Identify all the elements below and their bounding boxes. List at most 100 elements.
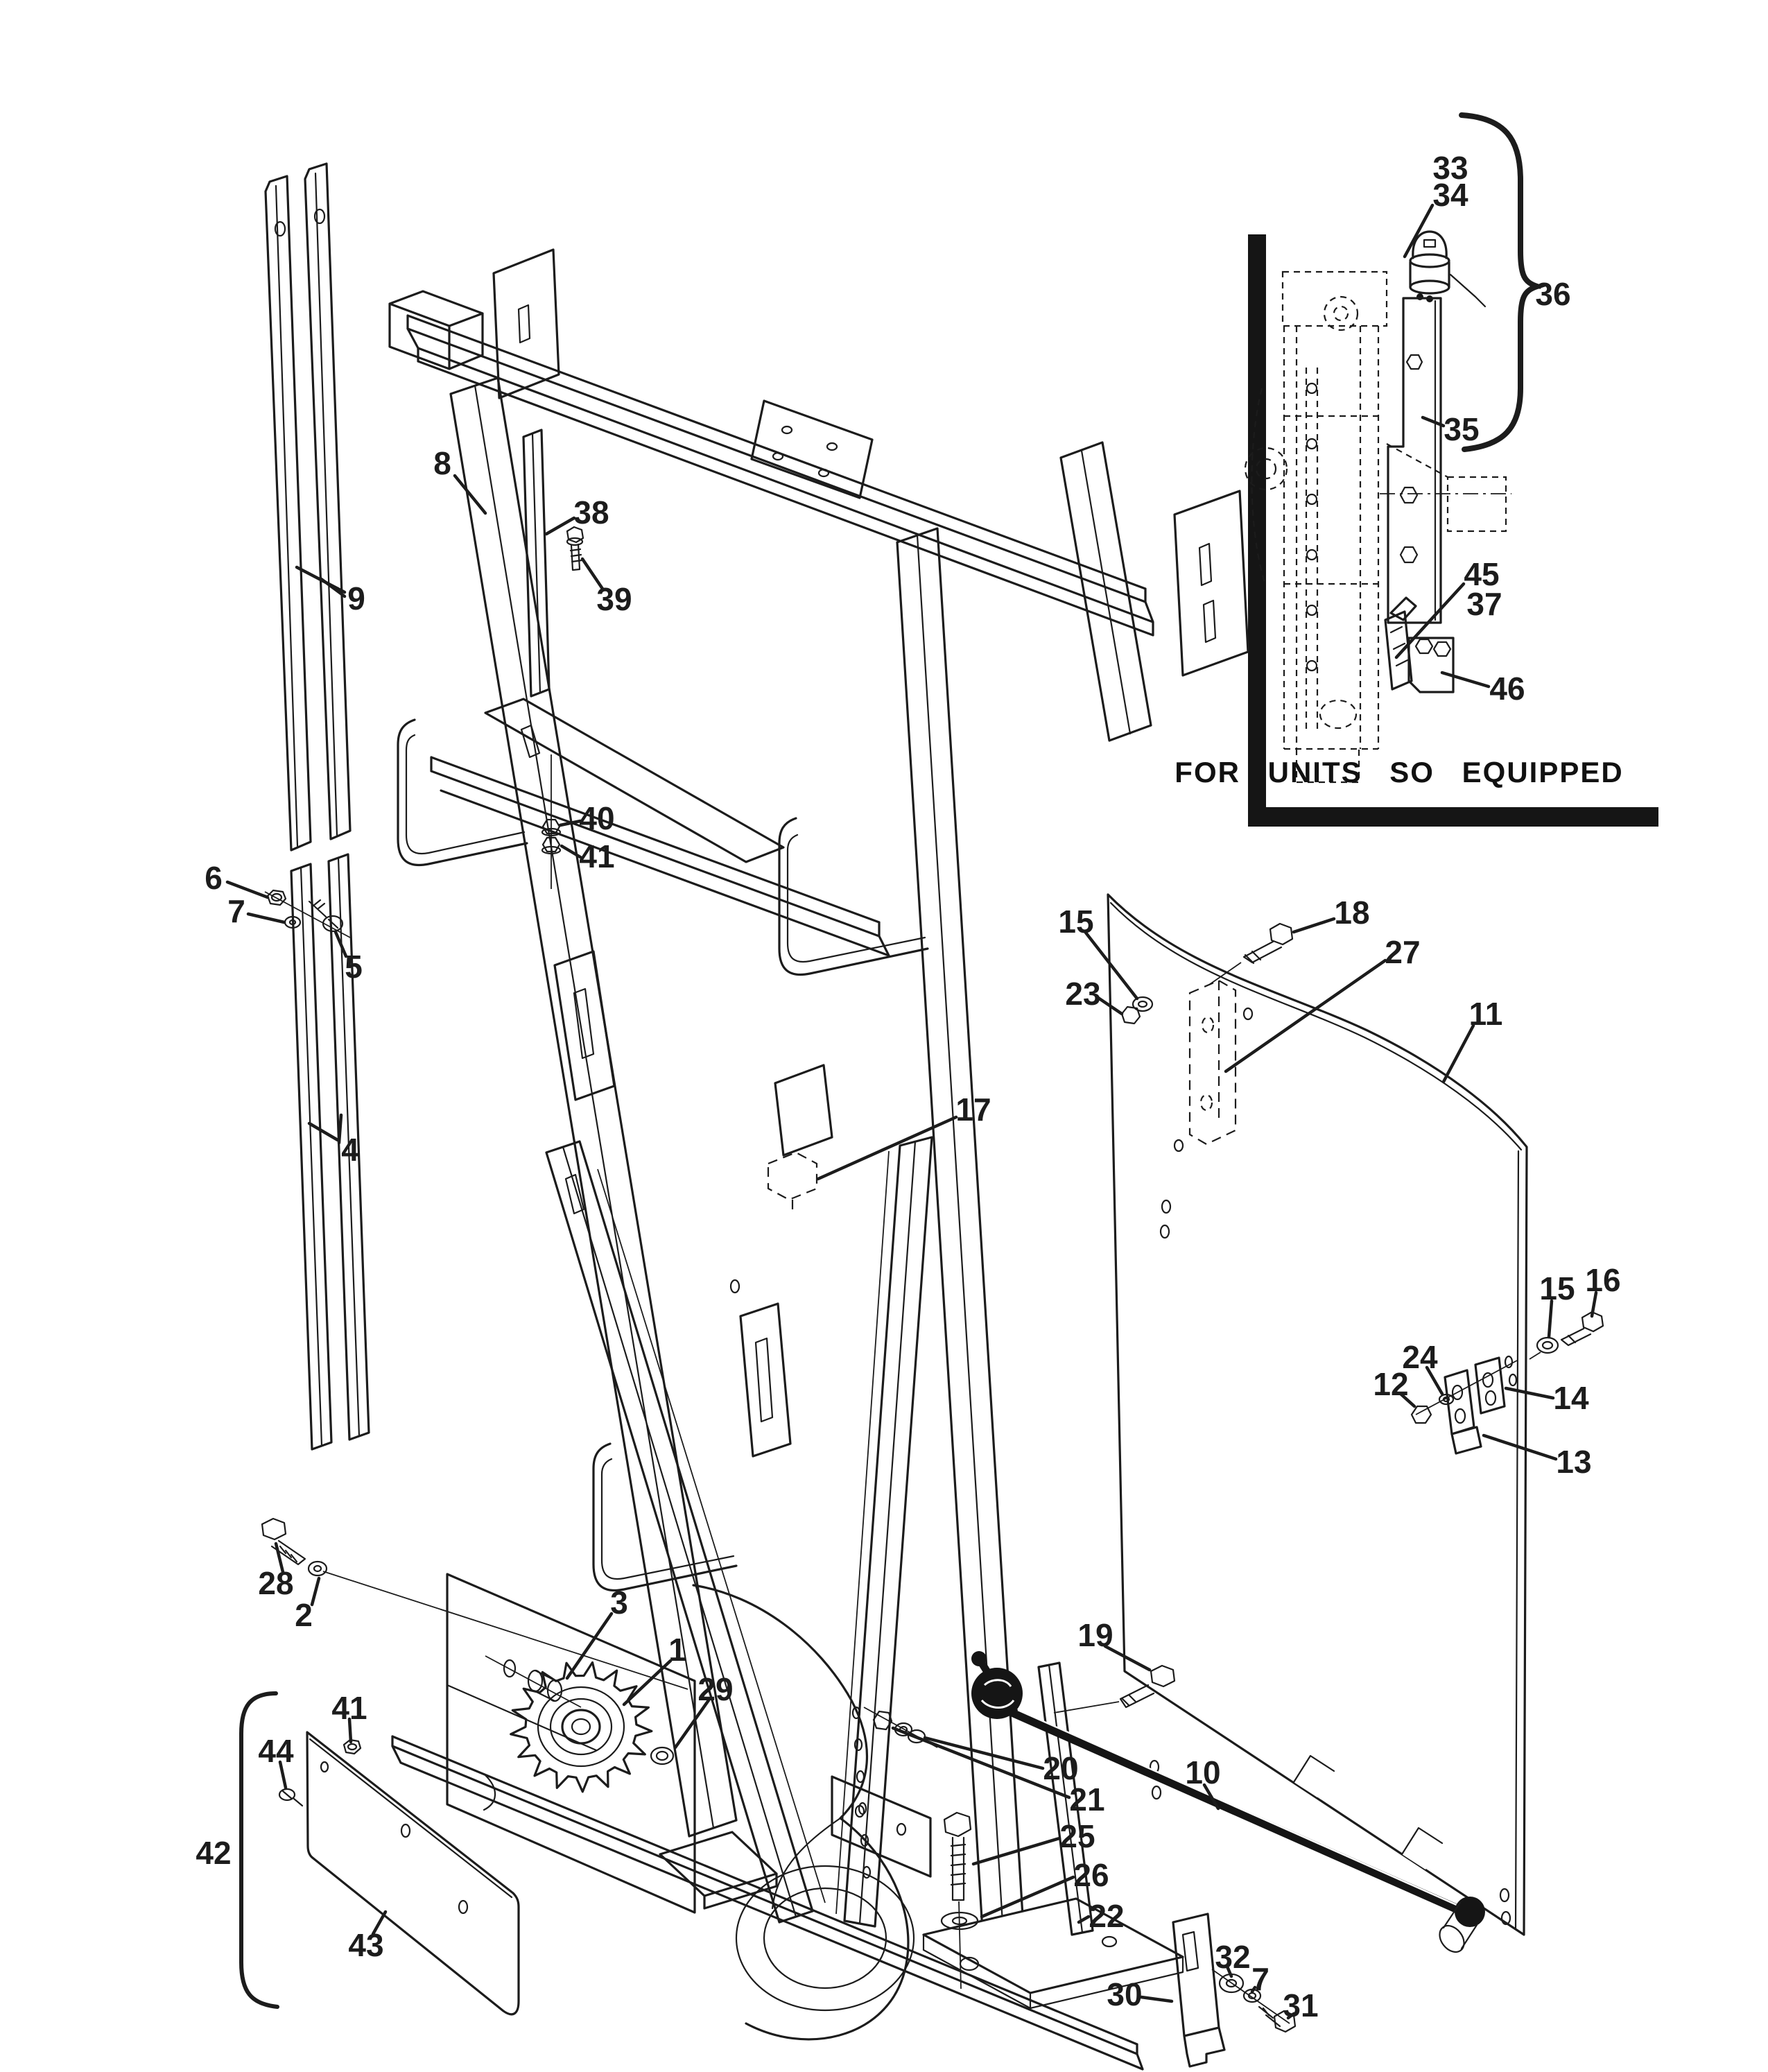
frame-top-assembly [388,248,1249,742]
nut-6 [266,889,287,906]
callout-43: 43 [348,1927,383,1963]
bolt-28-head [261,1517,287,1541]
leader-11 [1441,1024,1475,1084]
leader-21 [891,1726,1071,1799]
panel-hole [1161,1199,1172,1214]
bracket-30-foot [1183,2026,1226,2068]
panel-11 [1107,893,1528,1936]
panel-11-top-edge [1109,901,1523,1151]
plate-45 [1384,610,1413,691]
washer-15b [1536,1336,1559,1354]
panel-22-edge [1048,1664,1084,1934]
leader-4 [337,1113,343,1145]
leader-31 [1286,2012,1296,2020]
leader-30 [1139,1995,1174,2003]
leader-14 [1504,1386,1555,1400]
lower-bracket [592,1442,738,1591]
hole [826,442,838,451]
rail-9-left-edge [275,184,299,847]
leader-4 [307,1121,340,1142]
ghost-crossmembers [1284,415,1378,750]
housing-curve [771,1817,842,1910]
bolt-16-shank [1560,1327,1592,1347]
hole [853,1738,863,1752]
callout-45: 45 [1464,556,1499,592]
bolt-18-head [1269,922,1294,946]
tab-plate [774,1064,833,1157]
frame-bottom [391,1573,1184,2071]
rail-9-left [264,175,312,852]
right-flag-plate [1059,441,1152,742]
left-post-edge [474,384,715,1829]
callout-24: 24 [1402,1339,1438,1375]
leader-8 [453,474,487,515]
spacer-17-ghost [767,1151,818,1215]
bracket-35 [1387,297,1442,624]
top-back-plate [492,248,560,399]
ghost-mast-rails [1283,326,1380,749]
panel-notch [1292,1754,1335,1784]
ghost-roller-hub [1333,305,1349,322]
carriage-bracket-right-inner [786,834,926,963]
callout-42: 42 [196,1835,231,1871]
callout-6: 6 [205,860,223,896]
clip-29 [650,1746,675,1765]
ghost-base [1295,749,1360,784]
nut-6-face [270,892,283,902]
callout-17: 17 [955,1091,991,1128]
rail-4-right-edge [337,856,361,1438]
callout-41: 41 [331,1690,367,1726]
callout-44: 44 [258,1733,294,1769]
panel-11-right-edge [1514,1150,1520,1931]
bracket-30-slot [1181,1931,1199,1972]
callout-34: 34 [1432,177,1468,213]
callout-26: 26 [1073,1857,1109,1893]
leader-13 [1482,1433,1558,1461]
callout-14: 14 [1553,1380,1589,1416]
screw-44-tip [281,1790,304,1807]
ghost-carriage [1281,270,1388,327]
rod-10 [1009,1708,1473,1919]
leader-38 [544,516,576,536]
plate-slots [1198,542,1217,644]
leader-29 [673,1698,711,1750]
leader-3 [565,1612,614,1680]
callout-8: 8 [433,445,451,481]
chain-link [1306,659,1318,672]
notch-fill [1294,1756,1334,1797]
panel-22 [1037,1661,1094,1936]
leader-39 [580,557,605,591]
leader-2 [310,1576,321,1607]
leader-44 [278,1760,288,1790]
block-46 [1407,637,1455,693]
hole [1484,1390,1497,1406]
inset-box: FOR UNITS SO EQUIPPED [1175,112,1658,827]
brace-slot [564,1173,585,1215]
callout-1: 1 [668,1632,686,1668]
ghost-hole [1201,1016,1215,1034]
fastener-axis [264,891,351,938]
motor-boss [735,1865,915,2012]
bolt-25-head [943,1811,972,1838]
hole [858,1802,867,1815]
callout-33: 33 [1432,150,1468,186]
sprocket-assembly [322,1571,688,1793]
callout-22: 22 [1089,1898,1124,1934]
long-brace-right [843,1136,933,1928]
panel-hole [320,1761,329,1773]
axle-axis [322,1571,688,1708]
panel-11-group [1107,893,1604,1936]
callout-16: 16 [1585,1262,1620,1298]
callout-38: 38 [573,494,609,530]
sprocket-bore [571,1718,591,1736]
rail-4-left-edge [300,866,323,1447]
notch-fill [1402,1828,1442,1870]
hole [896,1822,907,1836]
callout-41: 41 [579,838,614,874]
leader-10 [1202,1783,1220,1811]
leader-6 [225,880,270,899]
beam-right-plate [1173,490,1249,677]
ghost-bracket [1386,443,1507,533]
bolt-19-axis [1053,1701,1120,1713]
leader-18 [1292,917,1336,934]
